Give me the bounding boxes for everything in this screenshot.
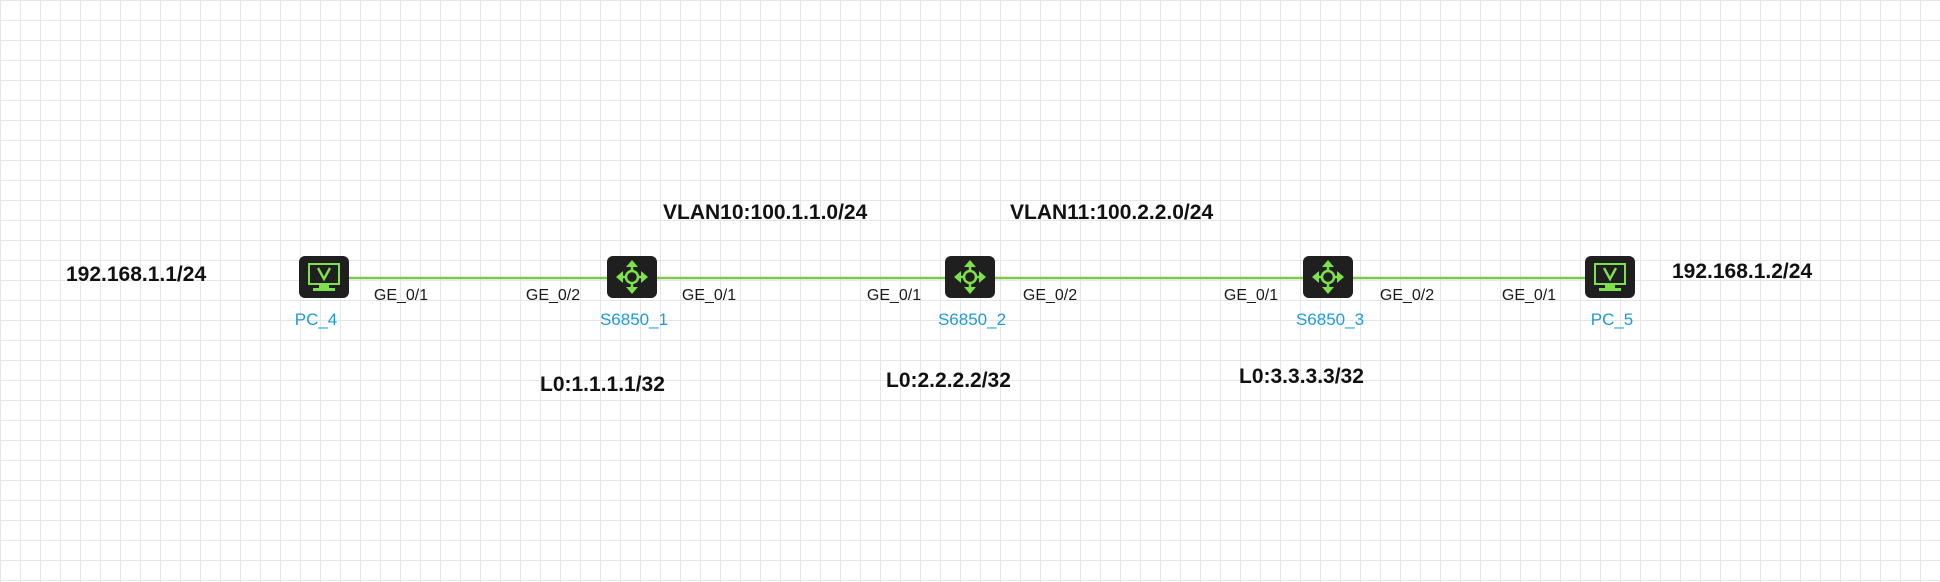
port-label-s6850-2-ge0-2: GE_0/2 — [1022, 287, 1078, 304]
device-pc-4[interactable] — [298, 255, 350, 299]
l3-switch-icon — [607, 256, 657, 298]
device-label-s6850-2: S6850_2 — [937, 310, 1007, 329]
l3-switch-icon — [1303, 256, 1353, 298]
s6850-2-loopback-annotation: L0:2.2.2.2/32 — [886, 369, 1011, 392]
port-label-s6850-3-ge0-1: GE_0/1 — [1223, 287, 1279, 304]
l3-switch-icon — [945, 256, 995, 298]
port-label-pc4-ge0-1: GE_0/1 — [373, 287, 429, 304]
pc-monitor-icon — [1585, 256, 1635, 298]
device-label-pc-5: PC_5 — [1590, 310, 1634, 329]
device-label-s6850-1: S6850_1 — [599, 310, 669, 329]
device-label-pc-4: PC_4 — [294, 310, 338, 329]
vlan11-annotation: VLAN11:100.2.2.0/24 — [1010, 201, 1214, 224]
s6850-1-loopback-annotation: L0:1.1.1.1/32 — [540, 373, 665, 396]
pc-monitor-icon — [299, 256, 349, 298]
device-s6850-1[interactable] — [606, 255, 658, 299]
vlan10-annotation: VLAN10:100.1.1.0/24 — [663, 201, 868, 224]
device-s6850-2[interactable] — [944, 255, 996, 299]
port-label-s6850-1-ge0-2: GE_0/2 — [525, 287, 581, 304]
s6850-3-loopback-annotation: L0:3.3.3.3/32 — [1239, 365, 1364, 388]
device-s6850-3[interactable] — [1302, 255, 1354, 299]
pc5-ip-annotation: 192.168.1.2/24 — [1672, 260, 1813, 283]
device-label-s6850-3: S6850_3 — [1295, 310, 1365, 329]
port-label-s6850-3-ge0-2: GE_0/2 — [1379, 287, 1435, 304]
port-label-s6850-1-ge0-1: GE_0/1 — [681, 287, 737, 304]
port-label-s6850-2-ge0-1: GE_0/1 — [866, 287, 922, 304]
device-pc-5[interactable] — [1584, 255, 1636, 299]
pc4-ip-annotation: 192.168.1.1/24 — [66, 263, 207, 286]
port-label-pc5-ge0-1: GE_0/1 — [1501, 287, 1557, 304]
